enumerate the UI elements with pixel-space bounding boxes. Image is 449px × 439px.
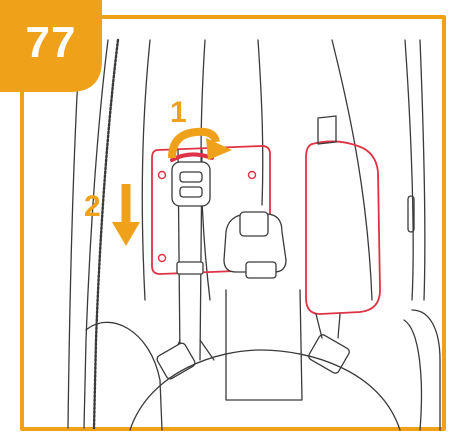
callout-1: 1 [170, 96, 187, 130]
center-buckle [240, 212, 268, 236]
seat-back-left [142, 40, 150, 300]
step-badge: 77 [0, 0, 102, 92]
red-strap-band [172, 154, 212, 160]
step-number: 77 [0, 0, 102, 86]
shoulder-pad-right [306, 141, 380, 314]
zipper [94, 40, 118, 428]
seat-back-right [332, 40, 372, 300]
strap-buckle [172, 162, 210, 206]
callout-2: 2 [84, 190, 101, 224]
